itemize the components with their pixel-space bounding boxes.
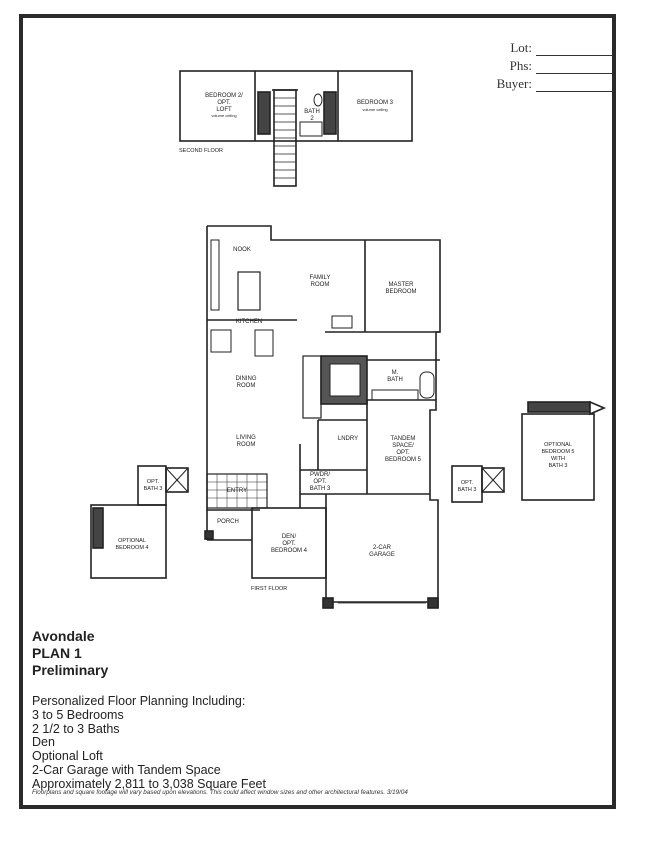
lot-row: Lot:	[502, 38, 612, 56]
opt-right-bedroom-line3: WITH	[551, 456, 565, 462]
opt-right-bath-line1: OPT.	[461, 480, 474, 486]
room-dining-line1: DINING	[236, 376, 257, 382]
room-garage-line1: 2-CAR	[373, 545, 392, 551]
room-nook: NOOK	[233, 247, 251, 253]
room-bath2-line1: BATH	[304, 109, 320, 115]
features-heading: Personalized Floor Planning Including:	[32, 694, 246, 708]
room-bath2-line2: 2	[310, 116, 314, 122]
opt-right-bedroom-line4: BATH 3	[549, 463, 568, 469]
room-family-line2: ROOM	[311, 282, 330, 288]
room-porch: PORCH	[217, 519, 239, 525]
room-bedroom2-line1: BEDROOM 2/	[205, 93, 243, 99]
room-master-line1: MASTER	[388, 282, 414, 288]
room-powder-line3: BATH 3	[310, 486, 331, 492]
optional-bedroom-5-plan	[451, 400, 607, 503]
opt-right-bath-line2: BATH 3	[458, 487, 477, 493]
room-bedroom2-line2: OPT.	[217, 100, 231, 106]
plan-title-block: Avondale PLAN 1 Preliminary	[32, 628, 108, 679]
buyer-row: Buyer:	[497, 74, 612, 92]
opt-left-bedroom-line1: OPTIONAL	[118, 538, 146, 544]
room-entry: ENTRY	[227, 488, 247, 494]
room-powder-line2: OPT.	[313, 479, 327, 485]
feature-item: Optional Loft	[32, 749, 103, 764]
feature-item: 3 to 5 Bedrooms	[32, 707, 124, 722]
room-bedroom2-note: volume ceiling	[211, 113, 236, 118]
second-floor-plan	[179, 70, 413, 187]
second-floor-label: SECOND FLOOR	[179, 148, 223, 154]
plan-status: Preliminary	[32, 662, 109, 678]
phs-label: Phs:	[509, 58, 532, 73]
room-master-line2: BEDROOM	[385, 289, 416, 295]
opt-left-bath-line1: OPT.	[147, 479, 160, 485]
lot-label: Lot:	[510, 40, 532, 55]
lot-field[interactable]	[536, 43, 612, 56]
feature-item: Den	[32, 735, 55, 750]
plan-number: PLAN 1	[32, 645, 82, 661]
opt-right-bedroom-line1: OPTIONAL	[544, 442, 572, 448]
room-tandem-line2: SPACE/	[392, 443, 414, 449]
buyer-info-form: Lot: Phs: Buyer:	[497, 38, 612, 92]
opt-right-bedroom-line2: BEDROOM 5	[541, 449, 574, 455]
room-bedroom2-line3: LOFT	[216, 107, 232, 113]
room-garage-line2: GARAGE	[369, 552, 395, 558]
room-bedroom3-note: volume ceiling	[362, 107, 387, 112]
room-laundry: LNDRY	[338, 436, 358, 442]
room-kitchen: KITCHEN	[236, 319, 262, 325]
room-living-line2: ROOM	[237, 442, 256, 448]
room-family-line1: FAMILY	[310, 275, 331, 281]
room-mbath-line1: M.	[392, 370, 399, 376]
room-tandem-line3: OPT.	[396, 450, 410, 456]
room-bedroom3: BEDROOM 3	[357, 100, 394, 106]
opt-left-bath-line2: BATH 3	[144, 486, 163, 492]
plan-name: Avondale	[32, 628, 95, 644]
features-list: Personalized Floor Planning Including: 3…	[32, 694, 266, 792]
disclaimer-note: Floorplans and square footage will vary …	[32, 789, 408, 796]
room-den-line1: DEN/	[282, 534, 297, 540]
feature-item: Approximately 2,811 to 3,038 Square Feet	[32, 776, 266, 791]
room-tandem-line1: TANDEM	[391, 436, 416, 442]
room-living-line1: LIVING	[236, 435, 256, 441]
entry-tile-grid	[207, 474, 267, 508]
room-tandem-line4: BEDROOM 5	[385, 457, 422, 463]
phs-field[interactable]	[536, 61, 612, 74]
room-mbath-line2: BATH	[387, 377, 403, 383]
page-border	[19, 14, 616, 809]
optional-bedroom-4-plan	[90, 465, 189, 579]
room-den-line2: OPT.	[282, 541, 296, 547]
feature-item: 2 1/2 to 3 Baths	[32, 721, 120, 736]
first-floor-label: FIRST FLOOR	[251, 586, 287, 592]
feature-item: 2-Car Garage with Tandem Space	[32, 762, 221, 777]
phs-row: Phs:	[502, 56, 612, 74]
room-den-line3: BEDROOM 4	[271, 548, 308, 554]
room-powder-line1: PWDR/	[310, 472, 330, 478]
first-floor-plan	[204, 225, 441, 609]
opt-left-bedroom-line2: BEDROOM 4	[115, 545, 148, 551]
room-dining-line2: ROOM	[237, 383, 256, 389]
buyer-label: Buyer:	[496, 76, 532, 91]
buyer-field[interactable]	[536, 79, 612, 92]
